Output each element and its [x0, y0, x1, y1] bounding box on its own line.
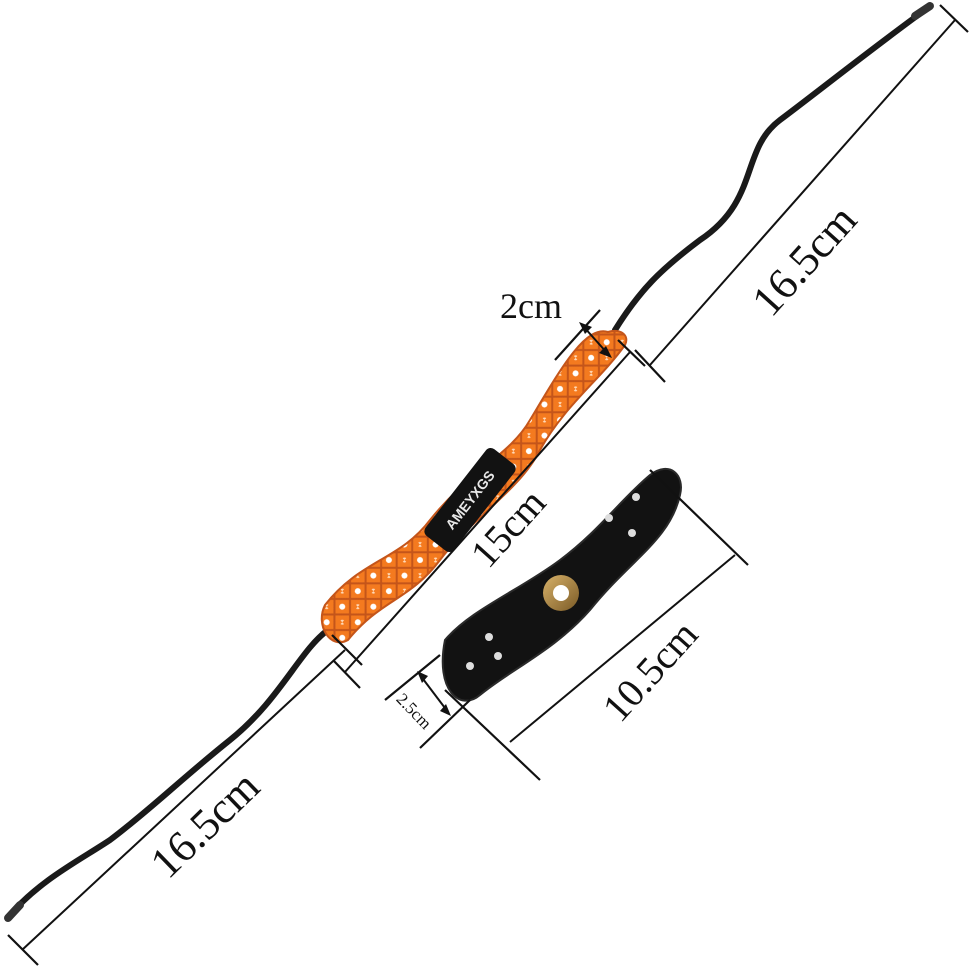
pad-holes — [466, 493, 640, 670]
label-pad-length: 10.5cm — [593, 612, 706, 730]
label-pad-width: 2.5cm — [393, 689, 436, 732]
leather-pad — [441, 468, 682, 702]
label-wrap-width: 2cm — [500, 286, 562, 326]
cord — [4, 2, 934, 922]
paracord-wrap: AMEYXGS — [320, 329, 628, 644]
grommet — [543, 575, 579, 611]
dimension-cord-top: 16.5cm — [634, 4, 969, 383]
dimension-wrap-width: 2cm — [500, 286, 612, 361]
dimension-cord-bottom: 16.5cm — [7, 634, 363, 966]
label-cord-top: 16.5cm — [742, 195, 866, 325]
